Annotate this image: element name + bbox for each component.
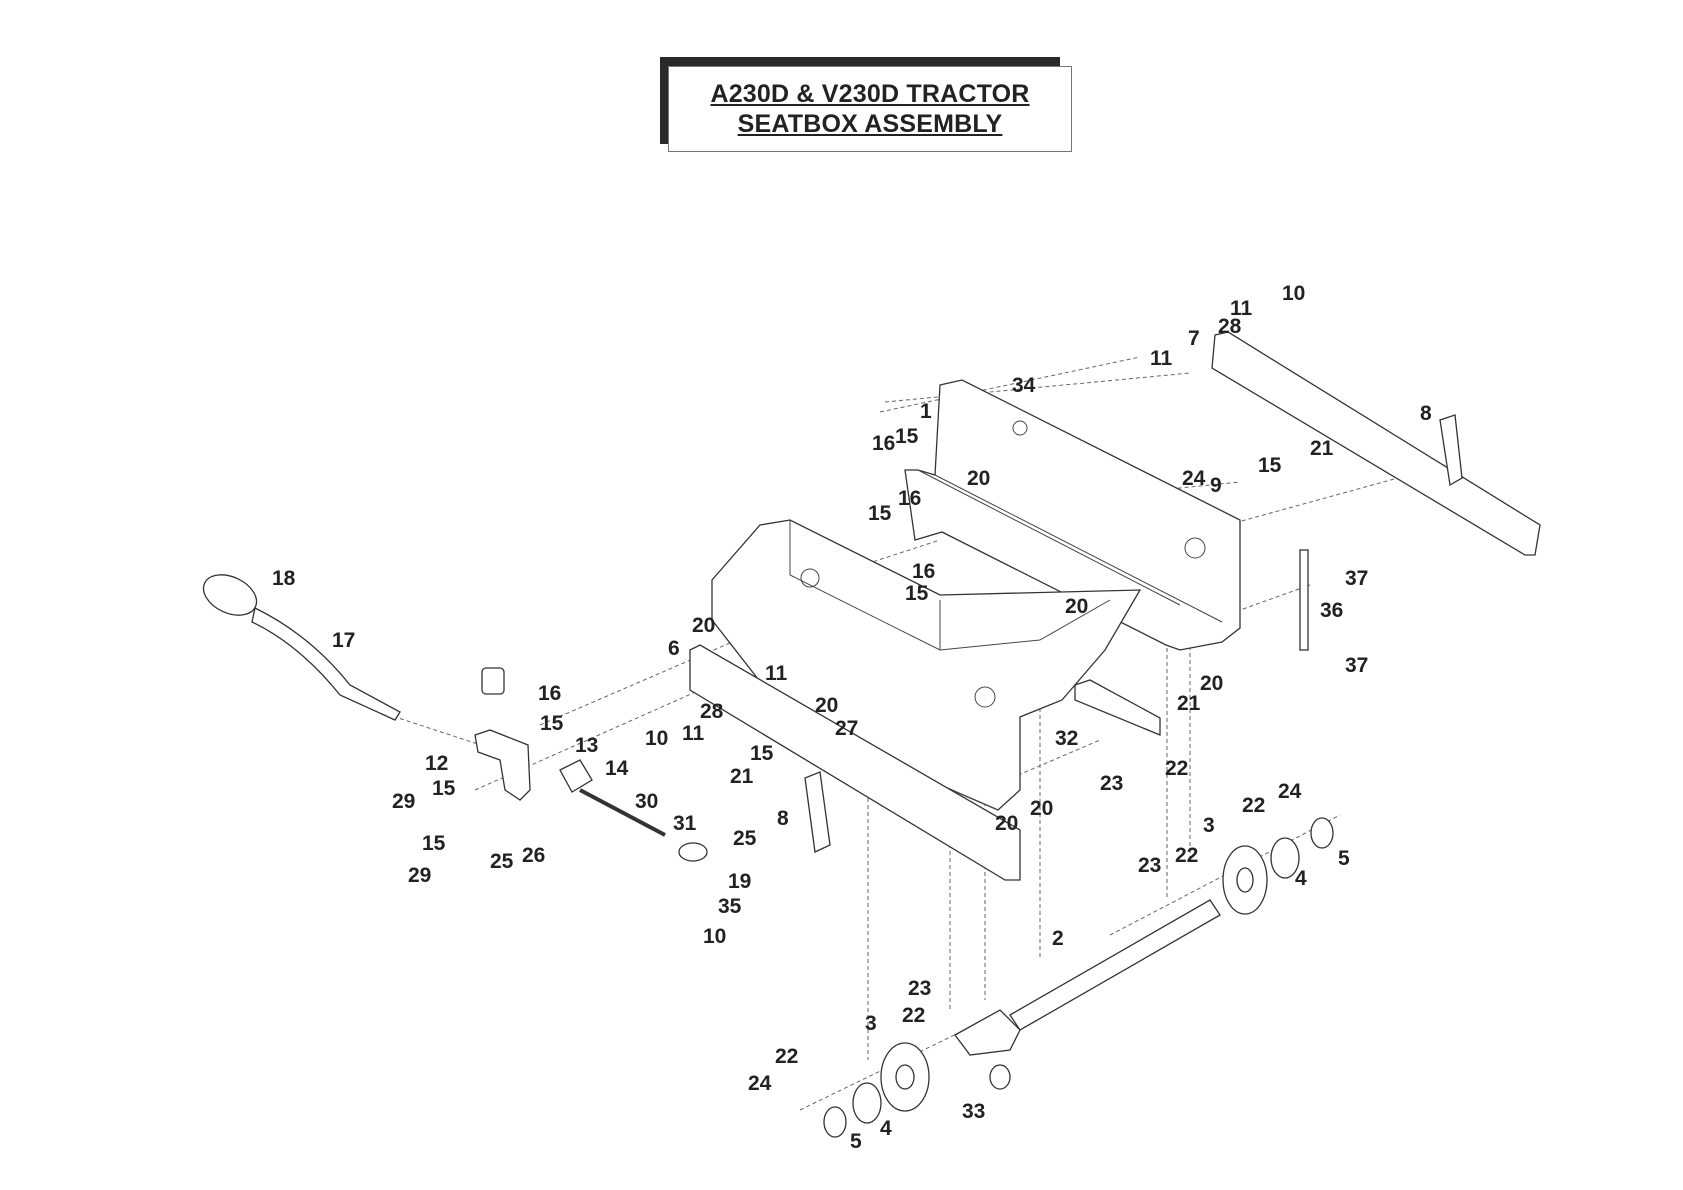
callout-15: 15: [432, 777, 456, 800]
callout-18: 18: [272, 567, 296, 590]
title-box: A230D & V230D TRACTOR SEATBOX ASSEMBLY: [668, 66, 1072, 152]
callout-22: 22: [1165, 757, 1188, 780]
callout-13: 13: [575, 734, 598, 757]
callout-9: 9: [1210, 474, 1222, 497]
callout-20: 20: [967, 467, 990, 490]
callout-16: 16: [912, 560, 935, 583]
callout-11: 11: [682, 722, 705, 745]
title-shadow: [660, 57, 1060, 67]
callout-25: 25: [733, 827, 757, 850]
callout-11: 11: [1150, 347, 1173, 370]
callout-22: 22: [902, 1004, 925, 1027]
callout-20: 20: [1065, 595, 1088, 618]
callout-21: 21: [1310, 437, 1334, 460]
callout-31: 31: [673, 812, 697, 835]
callout-32: 32: [1055, 727, 1078, 750]
callout-22: 22: [1242, 794, 1265, 817]
callout-15: 15: [868, 502, 892, 525]
callout-25: 25: [490, 850, 514, 873]
callout-7: 7: [1188, 327, 1200, 350]
callout-24: 24: [1278, 780, 1302, 803]
callout-20: 20: [815, 694, 838, 717]
callout-24: 24: [1182, 467, 1206, 490]
callout-28: 28: [1218, 315, 1242, 338]
callout-29: 29: [392, 790, 415, 813]
callout-4: 4: [880, 1117, 892, 1140]
callout-16: 16: [898, 487, 921, 510]
seatbox-upper-panel: [904, 379, 1241, 651]
callout-20: 20: [1200, 672, 1223, 695]
callout-24: 24: [748, 1072, 772, 1095]
callout-10: 10: [645, 727, 668, 750]
callout-35: 35: [718, 895, 742, 918]
callout-5: 5: [850, 1130, 862, 1153]
shift-lever: [202, 574, 401, 721]
callout-11: 11: [765, 662, 788, 685]
callout-1: 1: [920, 400, 932, 423]
callout-29: 29: [408, 864, 431, 887]
callout-3: 3: [865, 1012, 877, 1035]
callout-23: 23: [908, 977, 931, 1000]
callout-16: 16: [538, 682, 561, 705]
callout-12: 12: [425, 752, 448, 775]
callout-22: 22: [1175, 844, 1198, 867]
callout-2: 2: [1052, 927, 1064, 950]
callout-27: 27: [835, 717, 858, 740]
callout-8: 8: [777, 807, 789, 830]
linkage-parts: [474, 667, 708, 862]
callout-17: 17: [332, 629, 355, 652]
callout-4: 4: [1295, 867, 1307, 890]
callout-22: 22: [775, 1045, 798, 1068]
side-rails: [689, 331, 1541, 881]
title-line-2: SEATBOX ASSEMBLY: [737, 110, 1003, 138]
callout-33: 33: [962, 1100, 985, 1123]
callout-19: 19: [728, 870, 751, 893]
callout-10: 10: [1282, 282, 1305, 305]
title-line-1: A230D & V230D TRACTOR: [710, 80, 1030, 108]
callout-37: 37: [1345, 654, 1368, 677]
callout-15: 15: [895, 425, 919, 448]
callout-20: 20: [995, 812, 1018, 835]
callout-14: 14: [605, 757, 629, 780]
callout-28: 28: [700, 700, 724, 723]
callout-37: 37: [1345, 567, 1368, 590]
callout-21: 21: [730, 765, 754, 788]
callout-15: 15: [905, 582, 929, 605]
callout-20: 20: [1030, 797, 1053, 820]
shaft-assembly: [823, 817, 1334, 1138]
callout-30: 30: [635, 790, 658, 813]
callout-10: 10: [703, 925, 726, 948]
callout-23: 23: [1100, 772, 1123, 795]
callout-15: 15: [750, 742, 774, 765]
callout-16: 16: [872, 432, 895, 455]
callout-labels: 1 2 3 3 4 4 5 5 6 7 8 8 9 10 10 10 11 11…: [272, 282, 1432, 1153]
callout-6: 6: [668, 637, 680, 660]
callout-15: 15: [1258, 454, 1282, 477]
callout-5: 5: [1338, 847, 1350, 870]
callout-23: 23: [1138, 854, 1161, 877]
callout-34: 34: [1012, 374, 1036, 397]
callout-11: 11: [1230, 297, 1253, 320]
callout-21: 21: [1177, 692, 1201, 715]
callout-8: 8: [1420, 402, 1432, 425]
callout-26: 26: [522, 844, 545, 867]
callout-20: 20: [692, 614, 715, 637]
callout-15: 15: [540, 712, 564, 735]
callout-3: 3: [1203, 814, 1215, 837]
callout-15: 15: [422, 832, 446, 855]
callout-36: 36: [1320, 599, 1343, 622]
title-shadow-side: [660, 57, 669, 144]
brackets: [804, 414, 1463, 853]
